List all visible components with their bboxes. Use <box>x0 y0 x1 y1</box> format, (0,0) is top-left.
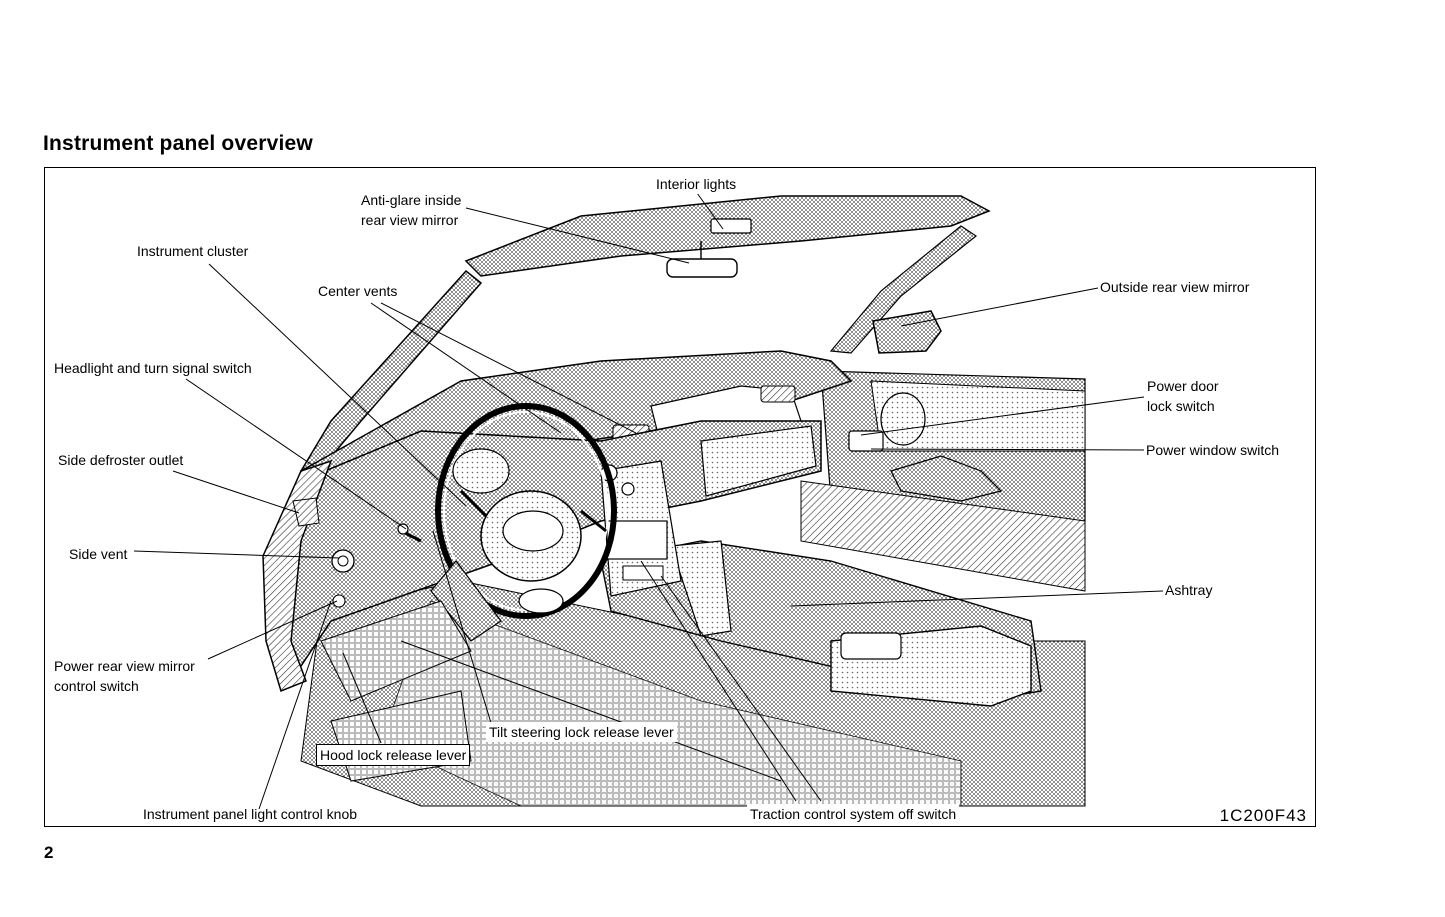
label-traction-control: Traction control system off switch <box>747 804 960 824</box>
page-title: Instrument panel overview <box>43 132 313 155</box>
label-tilt-steering: Tilt steering lock release lever <box>486 722 677 742</box>
label-ashtray: Ashtray <box>1165 582 1213 598</box>
page-number: 2 <box>44 843 54 862</box>
label-interior-lights: Interior lights <box>653 174 740 194</box>
car-interior-illustration <box>133 192 1164 810</box>
label-outside-mirror: Outside rear view mirror <box>1100 279 1250 295</box>
label-power-door-lock: Power door lock switch <box>1147 378 1219 414</box>
label-instrument-cluster: Instrument cluster <box>137 243 249 259</box>
label-power-mirror-switch: Power rear view mirror control switch <box>54 658 195 694</box>
label-headlight-switch: Headlight and turn signal switch <box>54 360 252 376</box>
label-side-vent: Side vent <box>69 546 128 562</box>
label-power-window: Power window switch <box>1146 442 1280 458</box>
figure-code: 1C200F43 <box>1219 806 1307 825</box>
label-center-vents: Center vents <box>318 283 398 299</box>
diagram-frame: Interior lights Anti-glare inside rear v… <box>44 167 1316 827</box>
label-hood-lock: Hood lock release lever <box>316 744 471 766</box>
label-panel-light-knob: Instrument panel light control knob <box>143 806 358 822</box>
label-anti-glare-mirror: Anti-glare inside rear view mirror <box>361 192 462 228</box>
leader-lines <box>133 192 1164 810</box>
label-side-defroster: Side defroster outlet <box>58 452 184 468</box>
